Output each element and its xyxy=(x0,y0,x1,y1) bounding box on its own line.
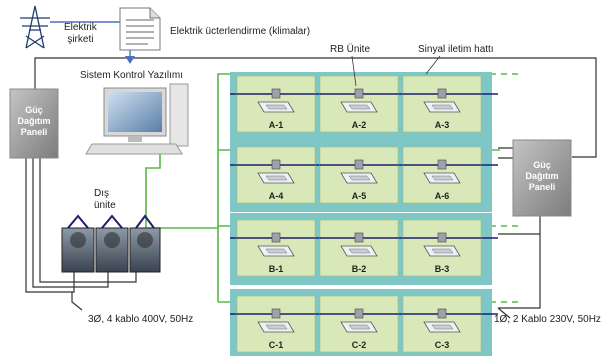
indoor-row: B-1 B-2 B-3 xyxy=(230,219,498,277)
power-lead-left xyxy=(71,292,83,311)
unit-label: B-1 xyxy=(269,264,284,274)
rb-box-icon xyxy=(271,159,281,170)
outdoor-unit-2 xyxy=(95,227,129,273)
comm-arrow xyxy=(125,56,135,64)
outdoor-units xyxy=(61,214,161,273)
power-line-left-a xyxy=(25,158,75,293)
rb-box-icon xyxy=(437,159,447,170)
unit-label: A-1 xyxy=(269,120,284,130)
document-icon xyxy=(119,7,161,51)
indoor-row: A-4 A-5 A-6 xyxy=(230,146,498,204)
indoor-row: A-1 A-2 A-3 xyxy=(230,75,498,133)
rb-box-icon xyxy=(437,308,447,319)
computer-icon xyxy=(85,83,189,155)
rb-unit-label: RB Ünite xyxy=(330,44,371,55)
outdoor-unit-1 xyxy=(61,227,95,273)
unit-label: A-5 xyxy=(352,191,367,201)
rb-box-icon xyxy=(271,88,281,99)
cassette-grille-icon xyxy=(431,175,454,181)
rb-box-icon xyxy=(271,232,281,243)
cassette-grille-icon xyxy=(265,175,288,181)
power-line-left-c xyxy=(39,158,137,283)
unit-label: C-2 xyxy=(352,340,367,350)
unit-label: A-3 xyxy=(435,120,450,130)
cassette-grille-icon xyxy=(348,248,371,254)
cassette-grille-icon xyxy=(348,104,371,110)
rb-unit-pointer xyxy=(351,55,357,87)
power-lead-right xyxy=(497,307,511,319)
rb-box-icon xyxy=(354,159,364,170)
unit-label: B-2 xyxy=(352,264,367,274)
left-power-spec: 3Ø, 4 kablo 400V, 50Hz xyxy=(88,314,194,325)
power-line-top xyxy=(34,57,597,158)
unit-label: B-3 xyxy=(435,264,450,274)
rb-box-icon xyxy=(437,232,447,243)
unit-label: C-3 xyxy=(435,340,450,350)
indoor-row: C-1 C-2 C-3 xyxy=(230,295,498,353)
signal-line-pointer xyxy=(425,55,441,75)
unit-label: A-4 xyxy=(269,191,284,201)
indoor-rows: A-1 A-2 A-3A-4 A-5 A-6B-1 B-2 B-3C-1 C-2 C-3 xyxy=(230,55,498,356)
rb-box-icon xyxy=(354,88,364,99)
outdoor-unit-3 xyxy=(129,227,161,273)
cassette-grille-icon xyxy=(431,248,454,254)
right-power-spec: 1Ø, 2 Kablo 230V, 50Hz xyxy=(494,314,601,325)
signal-dash-bc xyxy=(490,225,520,303)
power-line-right-c xyxy=(498,205,541,309)
signal-computer-drop xyxy=(145,154,161,228)
power-wiring xyxy=(25,57,597,319)
signal-line-label: Sinyal iletim hattı xyxy=(418,44,494,55)
rb-box-icon xyxy=(271,308,281,319)
cassette-grille-icon xyxy=(431,104,454,110)
rb-box-icon xyxy=(354,232,364,243)
transmission-tower-icon xyxy=(20,5,50,49)
unit-label: A-6 xyxy=(435,191,450,201)
rb-box-icon xyxy=(354,308,364,319)
power-line-left-b xyxy=(32,158,109,288)
cassette-grille-icon xyxy=(265,104,288,110)
unit-label: A-2 xyxy=(352,120,367,130)
software-label: Sistem Kontrol Yazılımı xyxy=(80,70,183,81)
rb-box-icon xyxy=(437,88,447,99)
unit-label: C-1 xyxy=(269,340,284,350)
billing-label: Elektrik ücterlendirme (klimalar) xyxy=(170,26,311,37)
cassette-grille-icon xyxy=(348,175,371,181)
cassette-grille-icon xyxy=(265,248,288,254)
cassette-grille-icon xyxy=(265,324,288,330)
cassette-grille-icon xyxy=(348,324,371,330)
cassette-grille-icon xyxy=(431,324,454,330)
